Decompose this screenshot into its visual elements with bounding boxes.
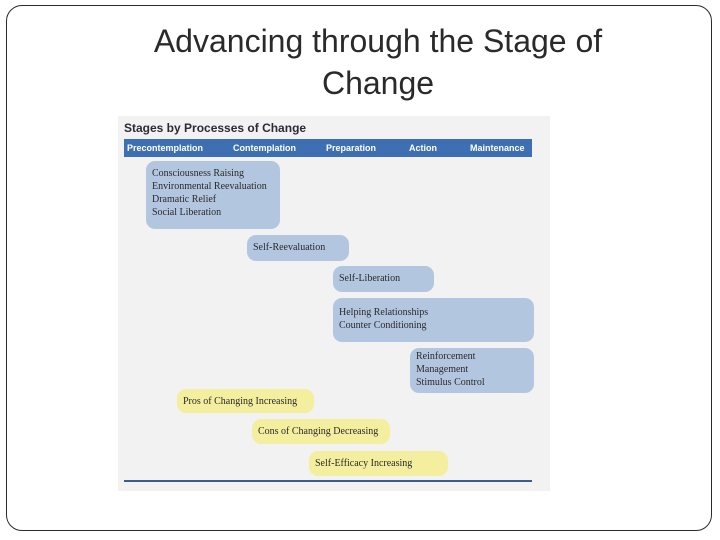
trend-label: Self-Efficacy Increasing [315, 458, 413, 469]
trend-box-pros: Pros of Changing Increasing [177, 389, 314, 413]
stage-precontemplation: Precontemplation [127, 143, 204, 153]
trend-label: Pros of Changing Increasing [183, 396, 298, 407]
slide-frame [6, 5, 712, 531]
stage-maintenance: Maintenance [470, 143, 525, 153]
process-box-consciousness-raising: Consciousness Raising Environmental Reev… [146, 161, 280, 229]
process-line: Self-Reevaluation [253, 242, 326, 253]
figure-title: Stages by Processes of Change [124, 121, 307, 135]
process-line: Management [416, 364, 469, 375]
trend-box-self-efficacy: Self-Efficacy Increasing [309, 451, 448, 476]
slide-title-line-1: Advancing through the Stage of [153, 23, 603, 59]
process-line: Counter Conditioning [339, 320, 427, 331]
process-box-reinforcement: Reinforcement Management Stimulus Contro… [410, 348, 534, 393]
process-line: Consciousness Raising [152, 168, 244, 179]
stages-processes-figure: Stages by Processes of Change Precontemp… [118, 116, 550, 491]
process-box-self-reevaluation: Self-Reevaluation [247, 235, 349, 261]
process-box-helping-relationships: Helping Relationships Counter Conditioni… [333, 298, 534, 342]
process-line: Helping Relationships [339, 307, 429, 318]
slide-title: Advancing through the Stage of Change [90, 20, 666, 104]
process-line: Social Liberation [152, 207, 222, 218]
process-line: Environmental Reevaluation [152, 181, 267, 192]
process-line: Dramatic Relief [152, 194, 217, 205]
stage-action: Action [409, 143, 437, 153]
figure-bottom-rule [124, 480, 532, 482]
process-line: Stimulus Control [416, 377, 485, 388]
process-line: Self-Liberation [339, 273, 401, 284]
process-box-self-liberation: Self-Liberation [333, 266, 434, 292]
trend-label: Cons of Changing Decreasing [258, 426, 379, 437]
slide-title-line-2: Change [321, 65, 435, 101]
process-line: Reinforcement [416, 351, 476, 362]
stage-preparation: Preparation [326, 143, 377, 153]
stage-contemplation: Contemplation [233, 143, 296, 153]
stage-header-bar: Precontemplation Contemplation Preparati… [124, 139, 532, 157]
trend-box-cons: Cons of Changing Decreasing [252, 419, 390, 444]
